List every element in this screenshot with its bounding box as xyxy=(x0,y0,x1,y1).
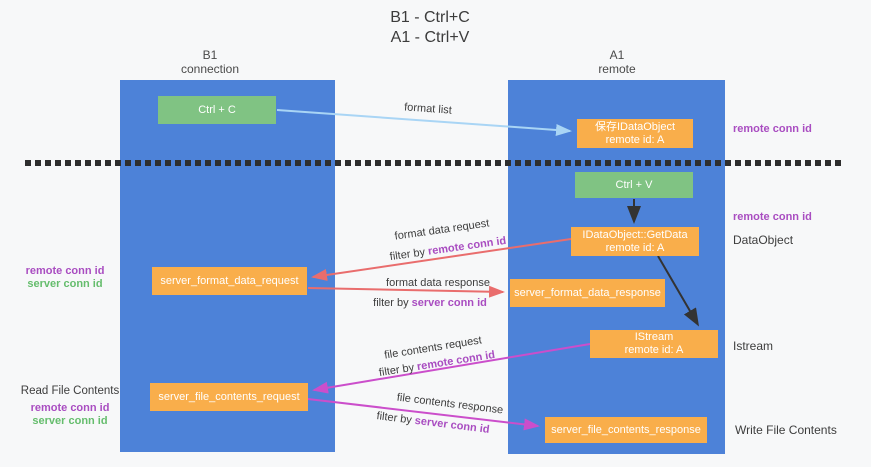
format-conn-id-block: remote conn id server conn id xyxy=(18,265,112,291)
label-istream: Istream xyxy=(733,339,774,353)
format-list-arrow xyxy=(276,109,572,136)
file-contents-request-arrow xyxy=(312,343,591,394)
istream-line2: remote id: A xyxy=(624,344,684,356)
ctrl-c-label: Ctrl + C xyxy=(198,103,236,116)
save-idataobject-node: 保存IDataObject remote id: A xyxy=(577,119,693,148)
ctrl-v-label: Ctrl + V xyxy=(615,178,653,191)
format-data-response-arrow xyxy=(307,285,505,298)
format-response-label: server_format_data_response xyxy=(514,286,661,299)
label-read-file-contents: Read File Contents xyxy=(20,385,120,397)
format-request-node: server_format_data_request xyxy=(152,267,307,295)
file-request-label: server_file_contents_request xyxy=(158,390,300,403)
label-server-conn-id-bottom: server conn id xyxy=(32,415,108,427)
getdata-line2: remote id: A xyxy=(605,241,665,254)
filter-by-text-2: filter by xyxy=(373,297,412,309)
save-idataobject-line2: remote id: A xyxy=(605,133,665,146)
label-remote-conn-id-mid: remote conn id xyxy=(733,211,812,223)
format-request-label: server_format_data_request xyxy=(160,274,299,287)
label-remote-conn-id-left: remote conn id xyxy=(25,265,105,277)
page-title: B1 - Ctrl+C A1 - Ctrl+V xyxy=(330,8,530,48)
column-b1-name: B1 xyxy=(202,48,218,62)
title-line-2: A1 - Ctrl+V xyxy=(390,29,470,46)
file-request-node: server_file_contents_request xyxy=(150,383,308,411)
arrow-label-filter-server-1: filter by server conn id xyxy=(373,297,487,309)
ctrl-v-node: Ctrl + V xyxy=(575,172,693,198)
format-response-node: server_format_data_response xyxy=(510,279,665,307)
column-b1-subtitle: connection xyxy=(180,62,240,76)
session-divider-line xyxy=(25,160,843,166)
arrow-label-format-data-response: format data response xyxy=(386,277,490,289)
label-write-file-contents: Write File Contents xyxy=(735,423,837,437)
ctrl-c-node: Ctrl + C xyxy=(158,96,276,124)
istream-node: IStream remote id: A xyxy=(590,330,718,358)
format-data-request-arrow xyxy=(311,238,572,281)
getdata-node: IDataObject::GetData remote id: A xyxy=(571,227,699,256)
label-remote-conn-id-bottom: remote conn id xyxy=(30,402,110,414)
getdata-to-istream-arrow xyxy=(657,255,700,327)
label-remote-conn-id-top: remote conn id xyxy=(733,123,812,135)
istream-line1: IStream xyxy=(634,331,674,343)
column-header-b1: B1 connection xyxy=(150,48,270,76)
column-header-a1: A1 remote xyxy=(557,48,677,76)
label-dataobject: DataObject xyxy=(733,233,794,247)
column-a1-subtitle: remote xyxy=(598,62,636,76)
file-response-node: server_file_contents_response xyxy=(545,417,707,443)
column-a1-name: A1 xyxy=(609,48,625,62)
file-contents-response-arrow xyxy=(307,398,540,431)
save-idataobject-line1: 保存IDataObject xyxy=(594,120,676,133)
file-conn-id-block: Read File Contents remote conn id server… xyxy=(20,385,120,428)
label-server-conn-id-left: server conn id xyxy=(27,278,103,290)
file-response-label: server_file_contents_response xyxy=(551,423,701,436)
server-conn-id-text-1: server conn id xyxy=(411,297,487,309)
title-line-1: B1 - Ctrl+C xyxy=(390,9,470,26)
getdata-line1: IDataObject::GetData xyxy=(582,228,688,241)
